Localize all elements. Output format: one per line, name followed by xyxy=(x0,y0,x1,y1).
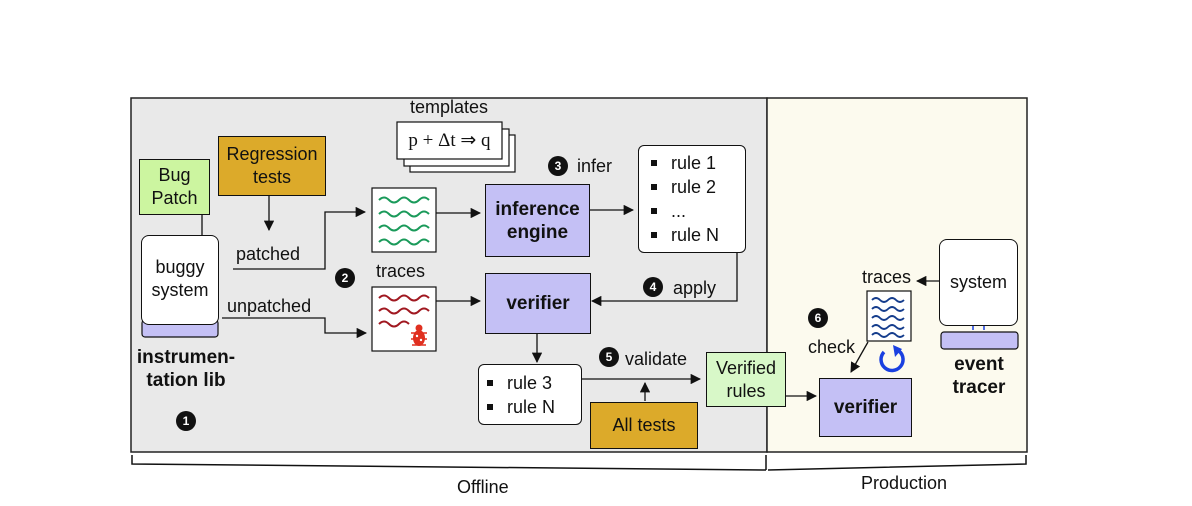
unpatched-label: unpatched xyxy=(227,296,312,316)
bug-patch-line-2: Patch xyxy=(151,188,198,208)
template-formula: p + Δt ⇒ q xyxy=(408,130,491,151)
edge-apply xyxy=(590,253,738,307)
edge-traces-to-verifier xyxy=(850,341,869,373)
regression-tests-line-1: Regression xyxy=(226,144,318,164)
step-6-badge: 6 xyxy=(808,308,828,328)
infer-label: infer xyxy=(577,156,613,176)
buggy-system-line-1: buggy xyxy=(155,257,205,277)
instrumentation-lib-label: instrumen- tation lib xyxy=(120,344,252,394)
inference-engine-line-2: engine xyxy=(506,221,569,243)
templates-stack xyxy=(396,121,516,173)
instrumentation-lib-line-2: tation lib xyxy=(146,370,226,391)
edges xyxy=(196,196,939,402)
refresh-loop-icon xyxy=(879,345,905,373)
verifier-box[interactable]: verifier xyxy=(485,273,591,334)
check-label: check xyxy=(808,337,856,357)
buggy-system-line-2: system xyxy=(151,280,209,300)
apply-label: apply xyxy=(673,278,717,298)
event-tracer-label: event tracer xyxy=(929,352,1029,400)
bug-icon xyxy=(411,324,427,346)
event-tracer-bar xyxy=(940,331,1019,350)
production-traces-label: traces xyxy=(862,267,912,287)
bug-patch-box: Bug Patch xyxy=(139,159,210,215)
templates-label: templates xyxy=(410,97,489,117)
verified-rules-line-1: Verified xyxy=(715,357,777,378)
step-5-badge: 5 xyxy=(599,347,619,367)
section-brackets xyxy=(131,455,1027,471)
validated-rule-item-1: rule N xyxy=(479,395,555,419)
bug-patch-line-1: Bug xyxy=(158,165,191,185)
validated-rule-item-0: rule 3 xyxy=(479,371,555,395)
patched-label: patched xyxy=(236,244,301,264)
event-tracer-line-1: event xyxy=(954,354,1004,375)
verified-rules-box: Verified rules xyxy=(706,352,786,407)
regression-tests-line-2: tests xyxy=(252,167,291,187)
edge-unpatched xyxy=(222,317,368,339)
regression-tests-box: Regression tests xyxy=(218,136,326,196)
traces-label: traces xyxy=(376,261,426,281)
step-2-badge: 2 xyxy=(335,268,355,288)
event-tracer-line-2: tracer xyxy=(952,377,1006,398)
buggy-system-box: buggy system xyxy=(141,235,219,325)
rule-item-1: rule 2 xyxy=(643,175,719,199)
all-tests-box: All tests xyxy=(590,402,698,449)
production-section-label: Production xyxy=(861,473,948,493)
validate-label: validate xyxy=(625,349,688,369)
production-traces-box xyxy=(866,290,912,342)
step-3-badge: 3 xyxy=(548,156,568,176)
edge-patched xyxy=(233,206,367,270)
step-1-badge: 1 xyxy=(176,411,196,431)
rule-item-2: ... xyxy=(643,199,719,223)
inference-engine-line-1: inference xyxy=(495,198,580,220)
step-4-badge: 4 xyxy=(643,277,663,297)
rule-item-3: rule N xyxy=(643,223,719,247)
offline-section-label: Offline xyxy=(457,477,509,497)
rule-item-0: rule 1 xyxy=(643,151,719,175)
production-verifier-box[interactable]: verifier xyxy=(819,378,912,437)
verified-rules-line-2: rules xyxy=(726,380,766,401)
red-traces-box xyxy=(371,286,437,352)
instrumentation-lib-line-1: instrumen- xyxy=(136,347,236,368)
green-traces-box xyxy=(371,187,437,253)
system-box: system xyxy=(939,239,1018,326)
inference-engine-box[interactable]: inference engine xyxy=(485,184,590,257)
